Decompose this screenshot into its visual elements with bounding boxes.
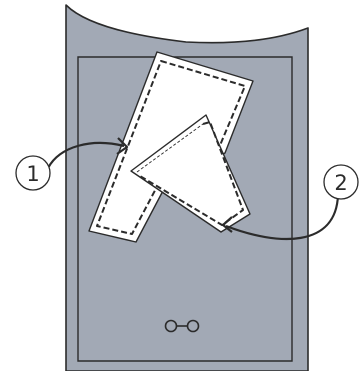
patch-2-stitch-line [139, 121, 244, 226]
patch-2 [130, 114, 251, 233]
callout-1-badge [15, 155, 51, 191]
chain-link-icon [164, 319, 200, 333]
callout-2-leader [225, 194, 340, 241]
callout-1-arrowhead [116, 137, 129, 155]
callout-2-badge [323, 164, 359, 200]
callout-2-label: 2 [334, 171, 347, 195]
callout-2-arrowhead [221, 216, 233, 233]
patch-1-stitch-line [96, 60, 246, 235]
panel-inner-border [77, 56, 293, 362]
callout-1: 1 [15, 137, 129, 191]
callout-2: 2 [221, 164, 359, 241]
callout-1-leader [47, 141, 125, 169]
callout-1-label: 1 [26, 162, 39, 186]
patch-2-fold-line [136, 123, 204, 173]
